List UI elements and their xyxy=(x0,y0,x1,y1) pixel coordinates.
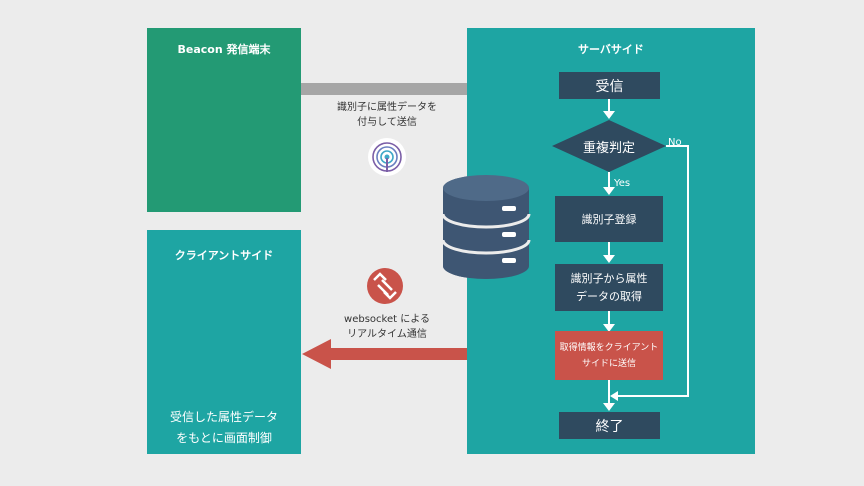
client-panel: クライアントサイド 受信した属性データ をもとに画面制御 xyxy=(147,230,301,454)
flow-label-yes: Yes xyxy=(614,177,631,189)
flow-node-fetch-line2: データの取得 xyxy=(576,289,642,303)
flow-node-send-line2: サイドに送信 xyxy=(581,358,636,369)
beacon-arrow-label-line1: 識別子に属性データを xyxy=(337,102,437,113)
websocket-arrow-label: websocket による リアルタイム通信 xyxy=(322,312,452,342)
beacon-signal-icon xyxy=(368,138,406,176)
flow-node-end: 終了 xyxy=(559,412,660,439)
client-caption-line2: をもとに画面制御 xyxy=(176,431,272,445)
beacon-panel-title: Beacon 発信端末 xyxy=(177,43,271,56)
websocket-arrow-label-line2: リアルタイム通信 xyxy=(347,329,427,340)
flow-node-send-line1: 取得情報をクライアント xyxy=(559,342,659,353)
flow-node-duplicate-check: 重複判定 xyxy=(582,140,635,156)
server-panel-title: サーバサイド xyxy=(578,43,644,56)
server-to-client-arrow xyxy=(302,339,468,369)
flow-node-fetch: 識別子から属性 データの取得 xyxy=(555,264,663,311)
beacon-arrow-label: 識別子に属性データを 付与して送信 xyxy=(322,100,452,130)
flow-node-fetch-line1: 識別子から属性 xyxy=(570,271,648,285)
beacon-arrow-label-line2: 付与して送信 xyxy=(357,117,417,128)
beacon-panel: Beacon 発信端末 xyxy=(147,28,301,212)
flow-node-register: 識別子登録 xyxy=(555,196,663,242)
websocket-arrow-label-line1: websocket による xyxy=(344,314,430,325)
flow-node-send: 取得情報をクライアント サイドに送信 xyxy=(555,331,663,380)
client-caption-line1: 受信した属性データ xyxy=(169,410,278,424)
flow-label-no: No xyxy=(668,136,682,148)
websocket-icon xyxy=(367,268,403,304)
client-panel-title: クライアントサイド xyxy=(174,249,274,262)
flow-node-receive: 受信 xyxy=(559,72,660,99)
